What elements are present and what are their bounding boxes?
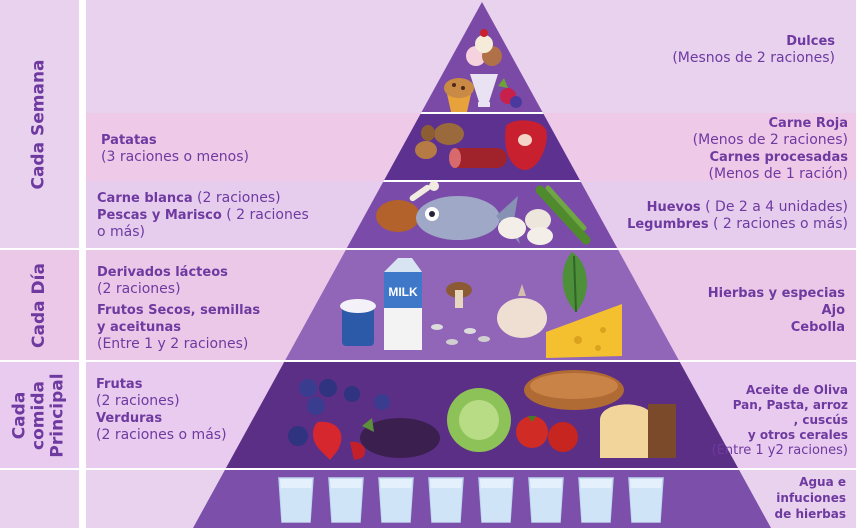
water-glass-icon bbox=[328, 477, 364, 523]
fish-sub-b: o más) bbox=[97, 224, 145, 240]
sidebar-week bbox=[0, 0, 79, 249]
white-meat-sub: (2 raciones) bbox=[192, 190, 281, 206]
strawberry-icon bbox=[313, 421, 366, 460]
vegetables-title: Verduras bbox=[96, 411, 163, 426]
dairy-title: Derivados lácteos bbox=[97, 265, 228, 280]
grains-line1: Aceite de Oliva bbox=[746, 383, 848, 397]
potatoes-sub: (3 raciones o menos) bbox=[101, 149, 249, 165]
fish-sub-a: ( 2 raciones bbox=[221, 207, 309, 223]
processed-meat-title: Carnes procesadas bbox=[709, 150, 848, 165]
sundae-icon bbox=[466, 29, 502, 107]
water-text: Agua e infuciones de hierbas bbox=[726, 474, 846, 522]
red-meat-title: Carne Roja bbox=[768, 116, 849, 131]
lettuce-icon bbox=[447, 388, 511, 452]
chicken-leg-icon bbox=[376, 181, 439, 232]
water-glass-icon bbox=[628, 477, 664, 523]
sidebar-meal bbox=[0, 361, 79, 469]
produce-text: Frutas (2 raciones) Verduras (2 raciones… bbox=[96, 376, 276, 444]
water-glass-icon bbox=[578, 477, 614, 523]
red-meat-text: Carne Roja (Menos de 2 raciones) Carnes … bbox=[608, 115, 848, 183]
water-glass-icon bbox=[478, 477, 514, 523]
water-glasses bbox=[278, 477, 664, 523]
fish-title: Pescas y Marisco bbox=[97, 208, 222, 223]
bread-loaf-icon bbox=[524, 370, 624, 410]
sweets-title: Dulces bbox=[786, 34, 835, 49]
milk-carton-icon: MILK bbox=[384, 258, 422, 350]
processed-meat-sub: (Menos de 1 ración) bbox=[708, 166, 848, 182]
water-glass-icon bbox=[378, 477, 414, 523]
eggs-line: Huevos ( De 2 a 4 unidades) bbox=[598, 199, 848, 216]
bread-slice-icon bbox=[600, 404, 676, 458]
red-meat-sub: (Menos de 2 raciones) bbox=[692, 132, 848, 148]
white-meat-line: Carne blanca (2 raciones) bbox=[97, 190, 337, 207]
legumes-title: Legumbres bbox=[627, 217, 709, 232]
potatoes-icon bbox=[415, 123, 464, 159]
garlic-icon bbox=[497, 284, 547, 338]
herbs-text: Hierbas y especias Ajo Cebolla bbox=[645, 285, 845, 336]
herbs-line3: Cebolla bbox=[790, 320, 845, 335]
sweets-sub: (Mesnos de 2 raciones) bbox=[672, 50, 835, 66]
grains-text: Aceite de Oliva Pan, Pasta, arroz , cusc… bbox=[668, 383, 848, 458]
dairy-text: Derivados lácteos (2 raciones) Frutos Se… bbox=[97, 264, 307, 353]
tomatoes-icon bbox=[516, 416, 578, 452]
eggs-sub: ( De 2 a 4 unidades) bbox=[700, 199, 848, 215]
white-meat-text: Carne blanca (2 raciones) Pescas y Maris… bbox=[97, 190, 337, 241]
water-line1: Agua e bbox=[799, 475, 846, 489]
fish-line: Pescas y Marisco ( 2 raciones bbox=[97, 207, 337, 224]
muffin-icon bbox=[444, 78, 474, 112]
herbs-icon bbox=[562, 252, 588, 313]
eggplant-icon bbox=[360, 418, 440, 458]
grains-sub: (Entre 1 y2 raciones) bbox=[711, 443, 848, 458]
legumes-sub: ( 2 raciones o más) bbox=[708, 216, 848, 232]
grains-line4: y otros cerales bbox=[747, 428, 848, 442]
potatoes-title: Patatas bbox=[101, 133, 157, 148]
water-line3: de hierbas bbox=[774, 507, 846, 521]
seeds-icon bbox=[431, 324, 490, 345]
eggs-legumes-text: Huevos ( De 2 a 4 unidades) Legumbres ( … bbox=[598, 199, 848, 233]
sausage-icon bbox=[449, 148, 507, 168]
milk-label: MILK bbox=[388, 285, 418, 299]
blueberries-icon bbox=[288, 379, 390, 446]
vertical-divider bbox=[79, 0, 86, 528]
grains-line3: , cuscús bbox=[793, 413, 848, 427]
white-meat-title: Carne blanca bbox=[97, 191, 193, 206]
cheese-icon bbox=[546, 304, 622, 358]
steak-icon bbox=[505, 120, 547, 170]
nuts-title-a: Frutos Secos, semillas bbox=[97, 303, 261, 318]
water-glass-icon bbox=[278, 477, 314, 523]
sidebar-bottom bbox=[0, 469, 79, 528]
water-glass-icon bbox=[428, 477, 464, 523]
fruits-title: Frutas bbox=[96, 377, 143, 392]
herbs-line2: Ajo bbox=[821, 303, 845, 318]
green-beans-icon bbox=[535, 185, 591, 245]
sidebar-day bbox=[0, 249, 79, 361]
vegetables-sub: (2 raciones o más) bbox=[96, 427, 227, 443]
water-glass-icon bbox=[528, 477, 564, 523]
nuts-title-b: y aceitunas bbox=[97, 320, 181, 335]
nuts-sub: (Entre 1 y 2 raciones) bbox=[97, 336, 249, 352]
eggs-icon bbox=[498, 209, 553, 245]
grains-line2: Pan, Pasta, arroz bbox=[732, 398, 848, 412]
fruits-sub: (2 raciones) bbox=[96, 393, 180, 409]
sweets-text: Dulces (Mesnos de 2 raciones) bbox=[615, 33, 835, 67]
herbs-line1: Hierbas y especias bbox=[707, 286, 845, 301]
mushroom-icon bbox=[446, 282, 472, 308]
water-line2: infuciones bbox=[776, 491, 846, 505]
candy-icon bbox=[498, 78, 522, 108]
potatoes-text: Patatas (3 raciones o menos) bbox=[101, 132, 301, 166]
legumes-line: Legumbres ( 2 raciones o más) bbox=[598, 216, 848, 233]
yogurt-icon bbox=[340, 299, 376, 346]
dairy-sub: (2 raciones) bbox=[97, 281, 181, 297]
eggs-title: Huevos bbox=[646, 200, 701, 215]
